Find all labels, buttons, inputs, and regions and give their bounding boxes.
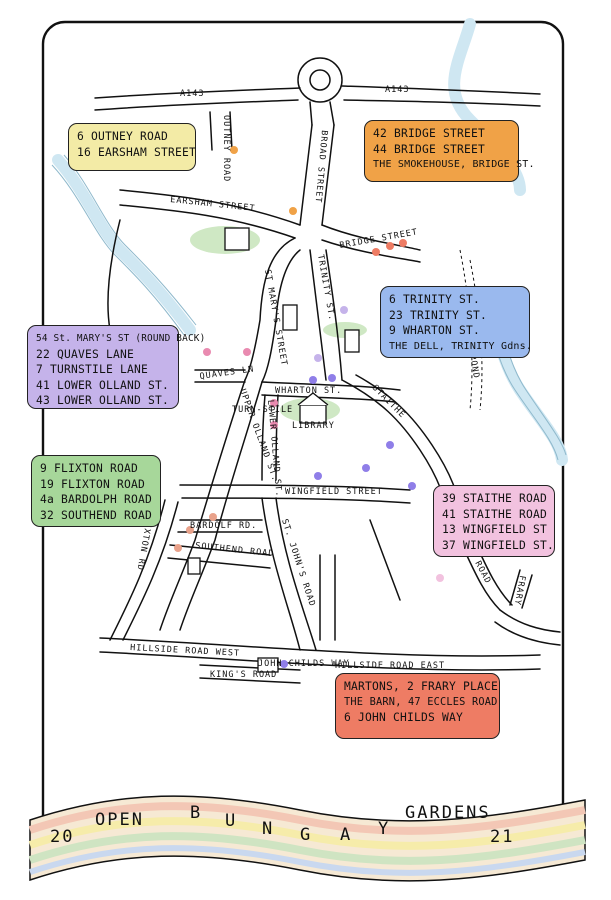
legend-entry: 37 WINGFIELD ST. <box>442 538 555 552</box>
legend-entry: 6 OUTNEY ROAD <box>77 130 169 143</box>
legend-entry: 6 JOHN CHILDS WAY <box>344 711 464 724</box>
legend-entry: 43 LOWER OLLAND ST. <box>36 394 170 407</box>
legend-entry: 19 FLIXTON ROAD <box>40 477 146 491</box>
legend-entry: 41 LOWER OLLAND ST. <box>36 378 170 392</box>
banner-letter-y: Y <box>378 819 390 839</box>
castle <box>224 227 250 251</box>
legend-entry: THE SMOKEHOUSE, BRIDGE ST. <box>373 159 535 170</box>
legend-entry: THE BARN, 47 ECCLES ROAD <box>344 695 498 708</box>
library-label: LIBRARY <box>292 421 335 431</box>
legend-entry: 23 TRINITY ST. <box>389 308 488 322</box>
a143-label-right: A143 <box>385 85 409 95</box>
legend-entry: 7 TURNSTILE LANE <box>36 363 149 376</box>
banner-letter-n: N <box>262 819 274 839</box>
quaves-lane-label: QUAVES LN <box>199 364 255 382</box>
bardolf-rd-label: BARDOLF RD. <box>190 521 257 531</box>
legend-entry: 13 WINGFIELD ST <box>442 523 548 536</box>
hillside-road-east-label: HILLSIDE ROAD EAST <box>335 661 445 671</box>
legend-box-orange: 42 BRIDGE STREET 44 BRIDGE STREET THE SM… <box>364 120 535 182</box>
legend-entry: 32 SOUTHEND ROAD <box>40 508 153 522</box>
john-childs-way-label: JOHN CHILDS WAY <box>258 659 350 669</box>
legend-entry: MARTONS, 2 FRARY PLACE <box>344 680 499 693</box>
legend-box-pink: 39 STAITHE ROAD 41 STAITHE ROAD 13 WINGF… <box>433 485 555 557</box>
banner-year-right: 21 <box>490 827 514 847</box>
legend-box-green: 9 FLIXTON ROAD 19 FLIXTON ROAD 4a BARDOL… <box>31 455 161 527</box>
legend-entry: THE DELL, TRINITY Gdns. <box>389 340 533 352</box>
legend-entry: 6 TRINITY ST. <box>389 293 481 306</box>
banner-letter-b: B <box>190 803 202 823</box>
southend-road-label: SOUTHEND ROAD <box>195 541 275 559</box>
garden-markers <box>174 146 444 668</box>
banner-year-left: 20 <box>50 827 74 847</box>
banner-word-gardens: GARDENS <box>405 803 491 823</box>
banner-letter-g: G <box>300 825 312 845</box>
legend-box-blue: 6 TRINITY ST. 23 TRINITY ST. 9 WHARTON S… <box>380 286 533 358</box>
legend-entry: 54 St. MARY'S ST (ROUND BACK) <box>36 333 206 344</box>
earsham-street-label: EARSHAM STREET <box>170 195 256 214</box>
banner-letter-a: A <box>340 825 352 845</box>
legend-entry: 9 WHARTON ST. <box>389 324 481 337</box>
turnstile-label: TURN-STILE <box>232 405 293 415</box>
banner-letter-u: U <box>225 811 237 831</box>
legend-box-purple: 54 St. MARY'S ST (ROUND BACK) 22 QUAVES … <box>27 325 206 409</box>
outney-road-label: OUTNEY ROAD <box>221 115 231 182</box>
legend-entry: 9 FLIXTON ROAD <box>40 462 139 475</box>
legend-entry: 16 EARSHAM STREET <box>77 145 197 159</box>
legend-entry: 42 BRIDGE STREET <box>373 127 486 140</box>
legend-entry: 4a BARDOLPH ROAD <box>40 493 153 506</box>
legend-entry: 41 STAITHE ROAD <box>442 507 548 521</box>
banner-word-open: OPEN <box>95 810 144 830</box>
a143-label-left: A143 <box>180 89 204 99</box>
title-banner: 20 OPEN B U N G A Y GARDENS 21 <box>28 795 586 882</box>
legend-entry: 44 BRIDGE STREET <box>373 142 486 156</box>
buildings <box>187 227 360 673</box>
pond-label: POND <box>467 354 481 380</box>
kings-road-label: KING'S ROAD <box>210 670 277 680</box>
legend-box-yellow: 6 OUTNEY ROAD 16 EARSHAM STREET <box>68 123 196 171</box>
legend-entry: 39 STAITHE ROAD <box>442 492 548 505</box>
wingfield-street-label: WINGFIELD STREET <box>285 487 383 497</box>
wharton-st-label: WHARTON ST. <box>275 386 342 396</box>
legend-box-red: MARTONS, 2 FRARY PLACE THE BARN, 47 ECCL… <box>335 673 500 739</box>
legend-entry: 22 QUAVES LANE <box>36 347 135 361</box>
